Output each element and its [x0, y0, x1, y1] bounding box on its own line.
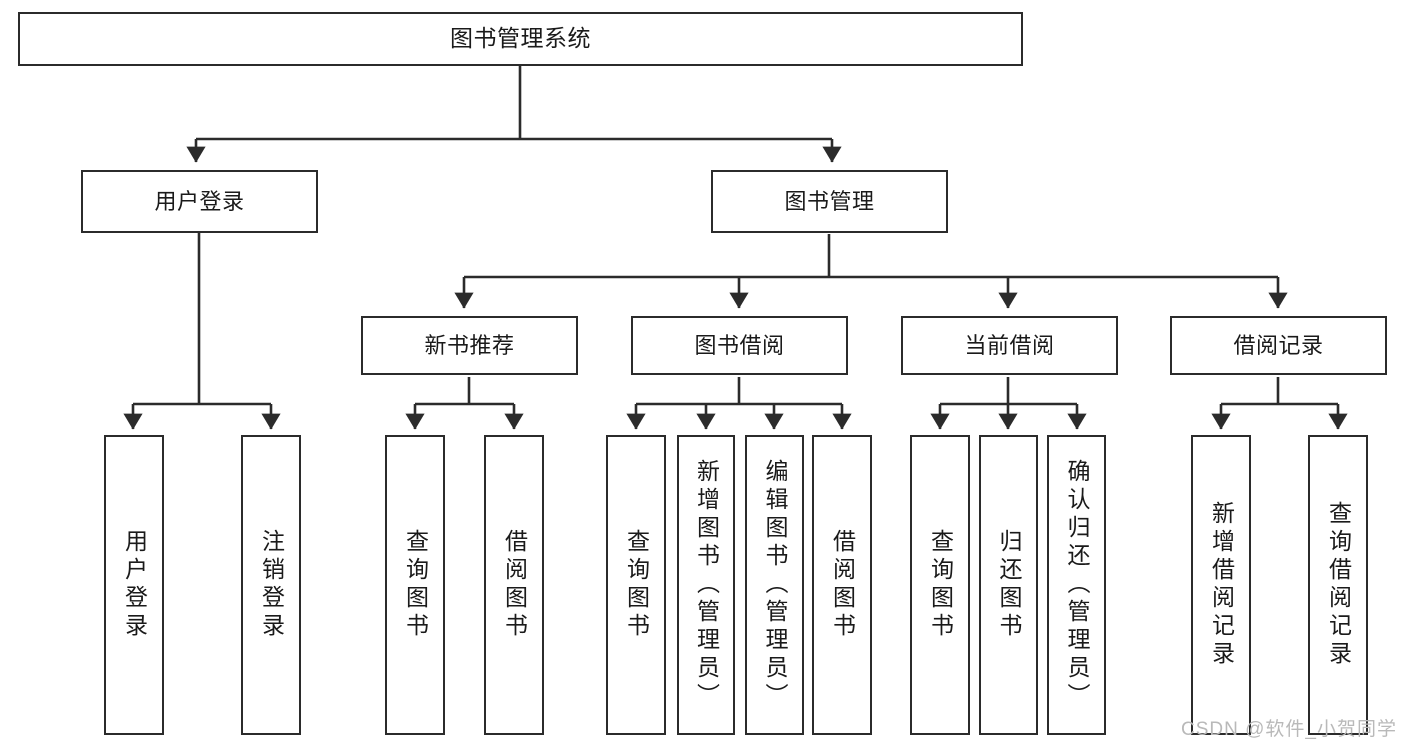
leaf-return-book[interactable]: 归还图书 [979, 435, 1038, 735]
node-label: 用户登录 [121, 529, 148, 641]
node-current-borrow[interactable]: 当前借阅 [901, 316, 1118, 375]
leaf-query-borrow-record[interactable]: 查询借阅记录 [1308, 435, 1368, 735]
watermark-text: CSDN @软件_小贺同学 [1181, 719, 1397, 740]
leaf-borrow-book[interactable]: 借阅图书 [812, 435, 872, 735]
node-label: 图书管理 [784, 188, 875, 214]
leaf-user-login[interactable]: 用户登录 [104, 435, 164, 735]
node-label: 借阅图书 [501, 529, 528, 641]
leaf-edit-book-admin[interactable]: 编辑图书（管理员） [745, 435, 804, 735]
node-book-management[interactable]: 图书管理 [711, 170, 948, 233]
leaf-query-book-recommend[interactable]: 查询图书 [385, 435, 445, 735]
node-book-borrow[interactable]: 图书借阅 [631, 316, 848, 375]
leaf-borrow-book-recommend[interactable]: 借阅图书 [484, 435, 544, 735]
node-label: 注销登录 [258, 529, 285, 641]
leaf-query-book-borrow[interactable]: 查询图书 [606, 435, 666, 735]
node-label: 用户登录 [154, 188, 245, 214]
leaf-query-book-current[interactable]: 查询图书 [910, 435, 970, 735]
node-user-login[interactable]: 用户登录 [81, 170, 318, 233]
node-label: 新增借阅记录 [1208, 501, 1235, 669]
node-label: 图书借阅 [694, 332, 785, 358]
node-label: 图书管理系统 [450, 25, 591, 52]
node-label: 借阅记录 [1233, 332, 1324, 358]
leaf-add-book-admin[interactable]: 新增图书（管理员） [677, 435, 735, 735]
node-label: 编辑图书（管理员） [762, 459, 788, 711]
node-label: 查询图书 [927, 529, 954, 641]
leaf-confirm-return-admin[interactable]: 确认归还（管理员） [1047, 435, 1106, 735]
leaf-logout-login[interactable]: 注销登录 [241, 435, 301, 735]
node-label: 查询图书 [623, 529, 650, 641]
node-new-book-recommend[interactable]: 新书推荐 [361, 316, 578, 375]
node-label: 归还图书 [996, 529, 1022, 641]
node-label: 确认归还（管理员） [1064, 459, 1090, 711]
node-root-system[interactable]: 图书管理系统 [18, 12, 1023, 66]
node-label: 新增图书（管理员） [693, 459, 720, 711]
node-label: 借阅图书 [829, 529, 856, 641]
leaf-add-borrow-record[interactable]: 新增借阅记录 [1191, 435, 1251, 735]
node-label: 当前借阅 [964, 332, 1055, 358]
node-label: 新书推荐 [424, 332, 515, 358]
node-label: 查询借阅记录 [1325, 501, 1352, 669]
node-label: 查询图书 [402, 529, 429, 641]
node-borrow-record[interactable]: 借阅记录 [1170, 316, 1387, 375]
